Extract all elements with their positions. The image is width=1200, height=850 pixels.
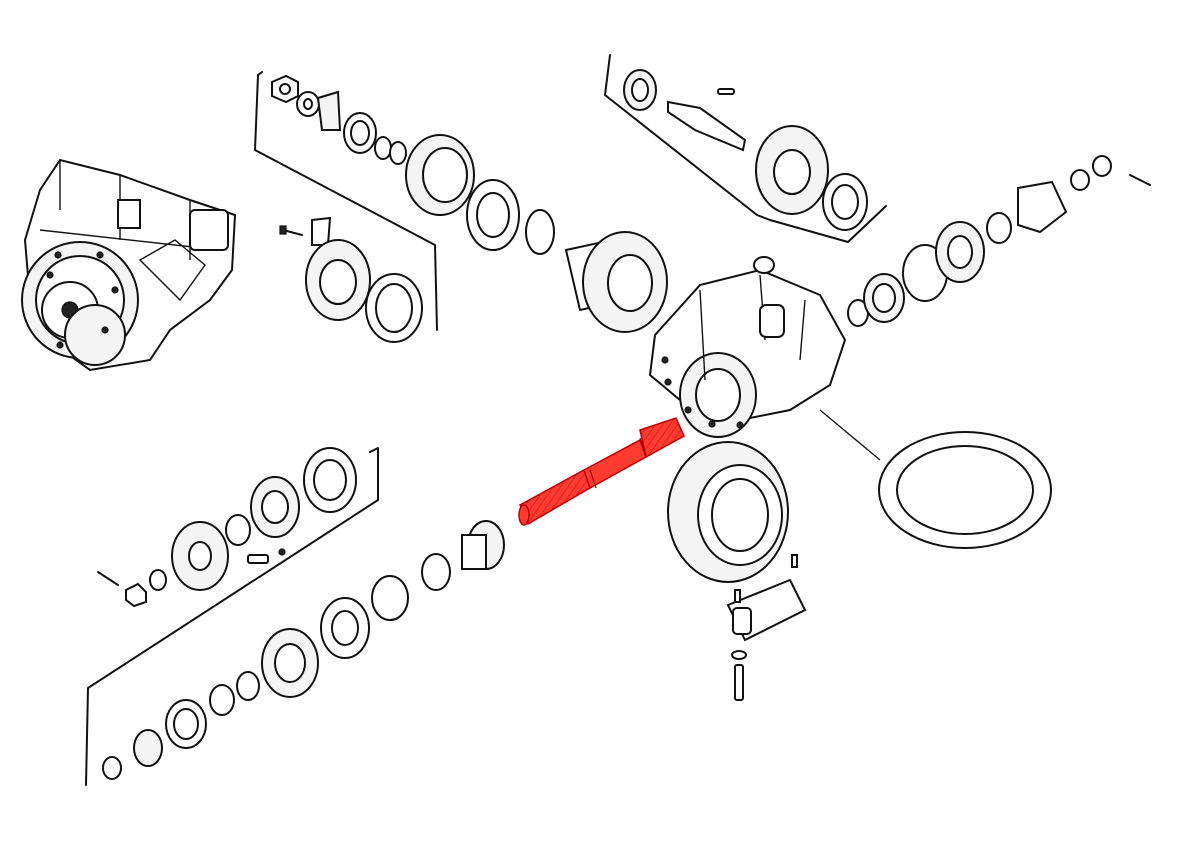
highlighted-axle-shaft[interactable]: [518, 417, 685, 526]
ring-gear: [667, 441, 789, 583]
right-side-parts: [819, 155, 1151, 549]
differential-housing: [648, 256, 847, 438]
upper-left-parts-group: [254, 71, 555, 343]
lower-left-parts-group: [85, 447, 505, 786]
center-pinion: [564, 231, 668, 333]
bearing-cap: [726, 554, 807, 701]
pinion-parts-group: [604, 54, 887, 243]
assembled-differential: [21, 158, 237, 372]
